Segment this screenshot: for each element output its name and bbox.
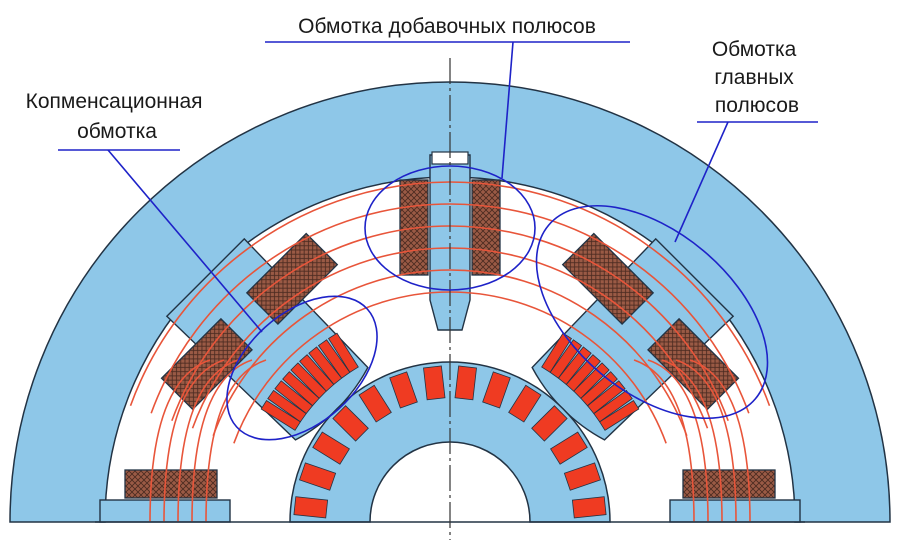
armature-slot: [312, 431, 350, 465]
compensation-slot: [599, 399, 640, 431]
callout-ellipse-compensation: [226, 295, 378, 441]
armature-slot: [299, 462, 337, 491]
flux-line: [205, 359, 267, 523]
label-compensation-line1: Копменсационная: [26, 90, 203, 113]
flux-line: [647, 359, 709, 523]
main-pole-coil: [160, 317, 253, 411]
flux-line: [177, 359, 239, 523]
armature-slot: [571, 496, 607, 519]
flux-line: [163, 359, 225, 523]
compensation-slot: [327, 332, 359, 373]
additional-pole-top: [429, 154, 471, 331]
armature-slot: [482, 371, 511, 409]
armature-slot: [454, 365, 477, 401]
compensation-slot: [541, 332, 573, 373]
compensation-slot: [573, 362, 610, 399]
callout-ellipse-additional: [364, 165, 536, 291]
label-compensation-winding: Копменсационная обмотка: [26, 90, 209, 143]
label-main-line3: полюсов: [715, 94, 799, 117]
compensation-slot: [565, 354, 601, 392]
leader-main: [674, 121, 729, 243]
label-main-poles-winding: Обмотка главных полюсов: [712, 38, 802, 117]
armature-slot: [508, 384, 542, 423]
flux-line: [191, 359, 253, 523]
compensation-slot: [282, 371, 320, 407]
compensation-slot: [308, 346, 343, 386]
label-main-line2: главных: [714, 66, 794, 89]
armature-slot: [531, 405, 568, 442]
flux-line: [661, 359, 723, 523]
armature-slot: [358, 384, 392, 423]
compensation-slot: [299, 354, 335, 392]
label-additional-poles-winding: Обмотка добавочных полюсов: [298, 15, 596, 38]
armature-slots: [293, 365, 607, 519]
main-pole-coil: [647, 317, 740, 411]
compensation-slot: [260, 399, 301, 431]
stator-yoke: [9, 81, 891, 523]
compensation-slot: [267, 389, 307, 423]
flux-line: [675, 359, 737, 523]
label-compensation-line2: обмотка: [77, 120, 157, 143]
additional-pole-coil: [124, 469, 218, 499]
flux-line: [150, 203, 750, 414]
label-main-line1: Обмотка: [712, 38, 797, 61]
compensation-slot: [290, 362, 327, 399]
compensation-slot: [317, 339, 351, 379]
compensation-slot: [274, 380, 314, 415]
armature-slot: [389, 371, 418, 409]
armature-slot: [332, 405, 369, 442]
armature-slot: [423, 365, 446, 401]
armature-slot: [550, 431, 588, 465]
leader-compensation: [107, 149, 263, 333]
armature-slot: [293, 496, 329, 519]
leader-additional: [501, 41, 514, 179]
pole-coils: [124, 179, 776, 499]
main-pole-coil: [561, 232, 655, 325]
flux-line: [689, 359, 751, 523]
callout-ellipse-main: [535, 204, 769, 420]
main-pole-coil: [245, 232, 339, 325]
armature-slot: [563, 462, 601, 491]
flux-lines: [129, 181, 771, 523]
flux-line: [633, 359, 695, 523]
compensation-slot: [549, 339, 583, 379]
flux-line: [212, 269, 688, 437]
additional-pole-coil: [682, 469, 776, 499]
compensation-slot: [586, 380, 626, 415]
flux-line: [149, 359, 211, 523]
